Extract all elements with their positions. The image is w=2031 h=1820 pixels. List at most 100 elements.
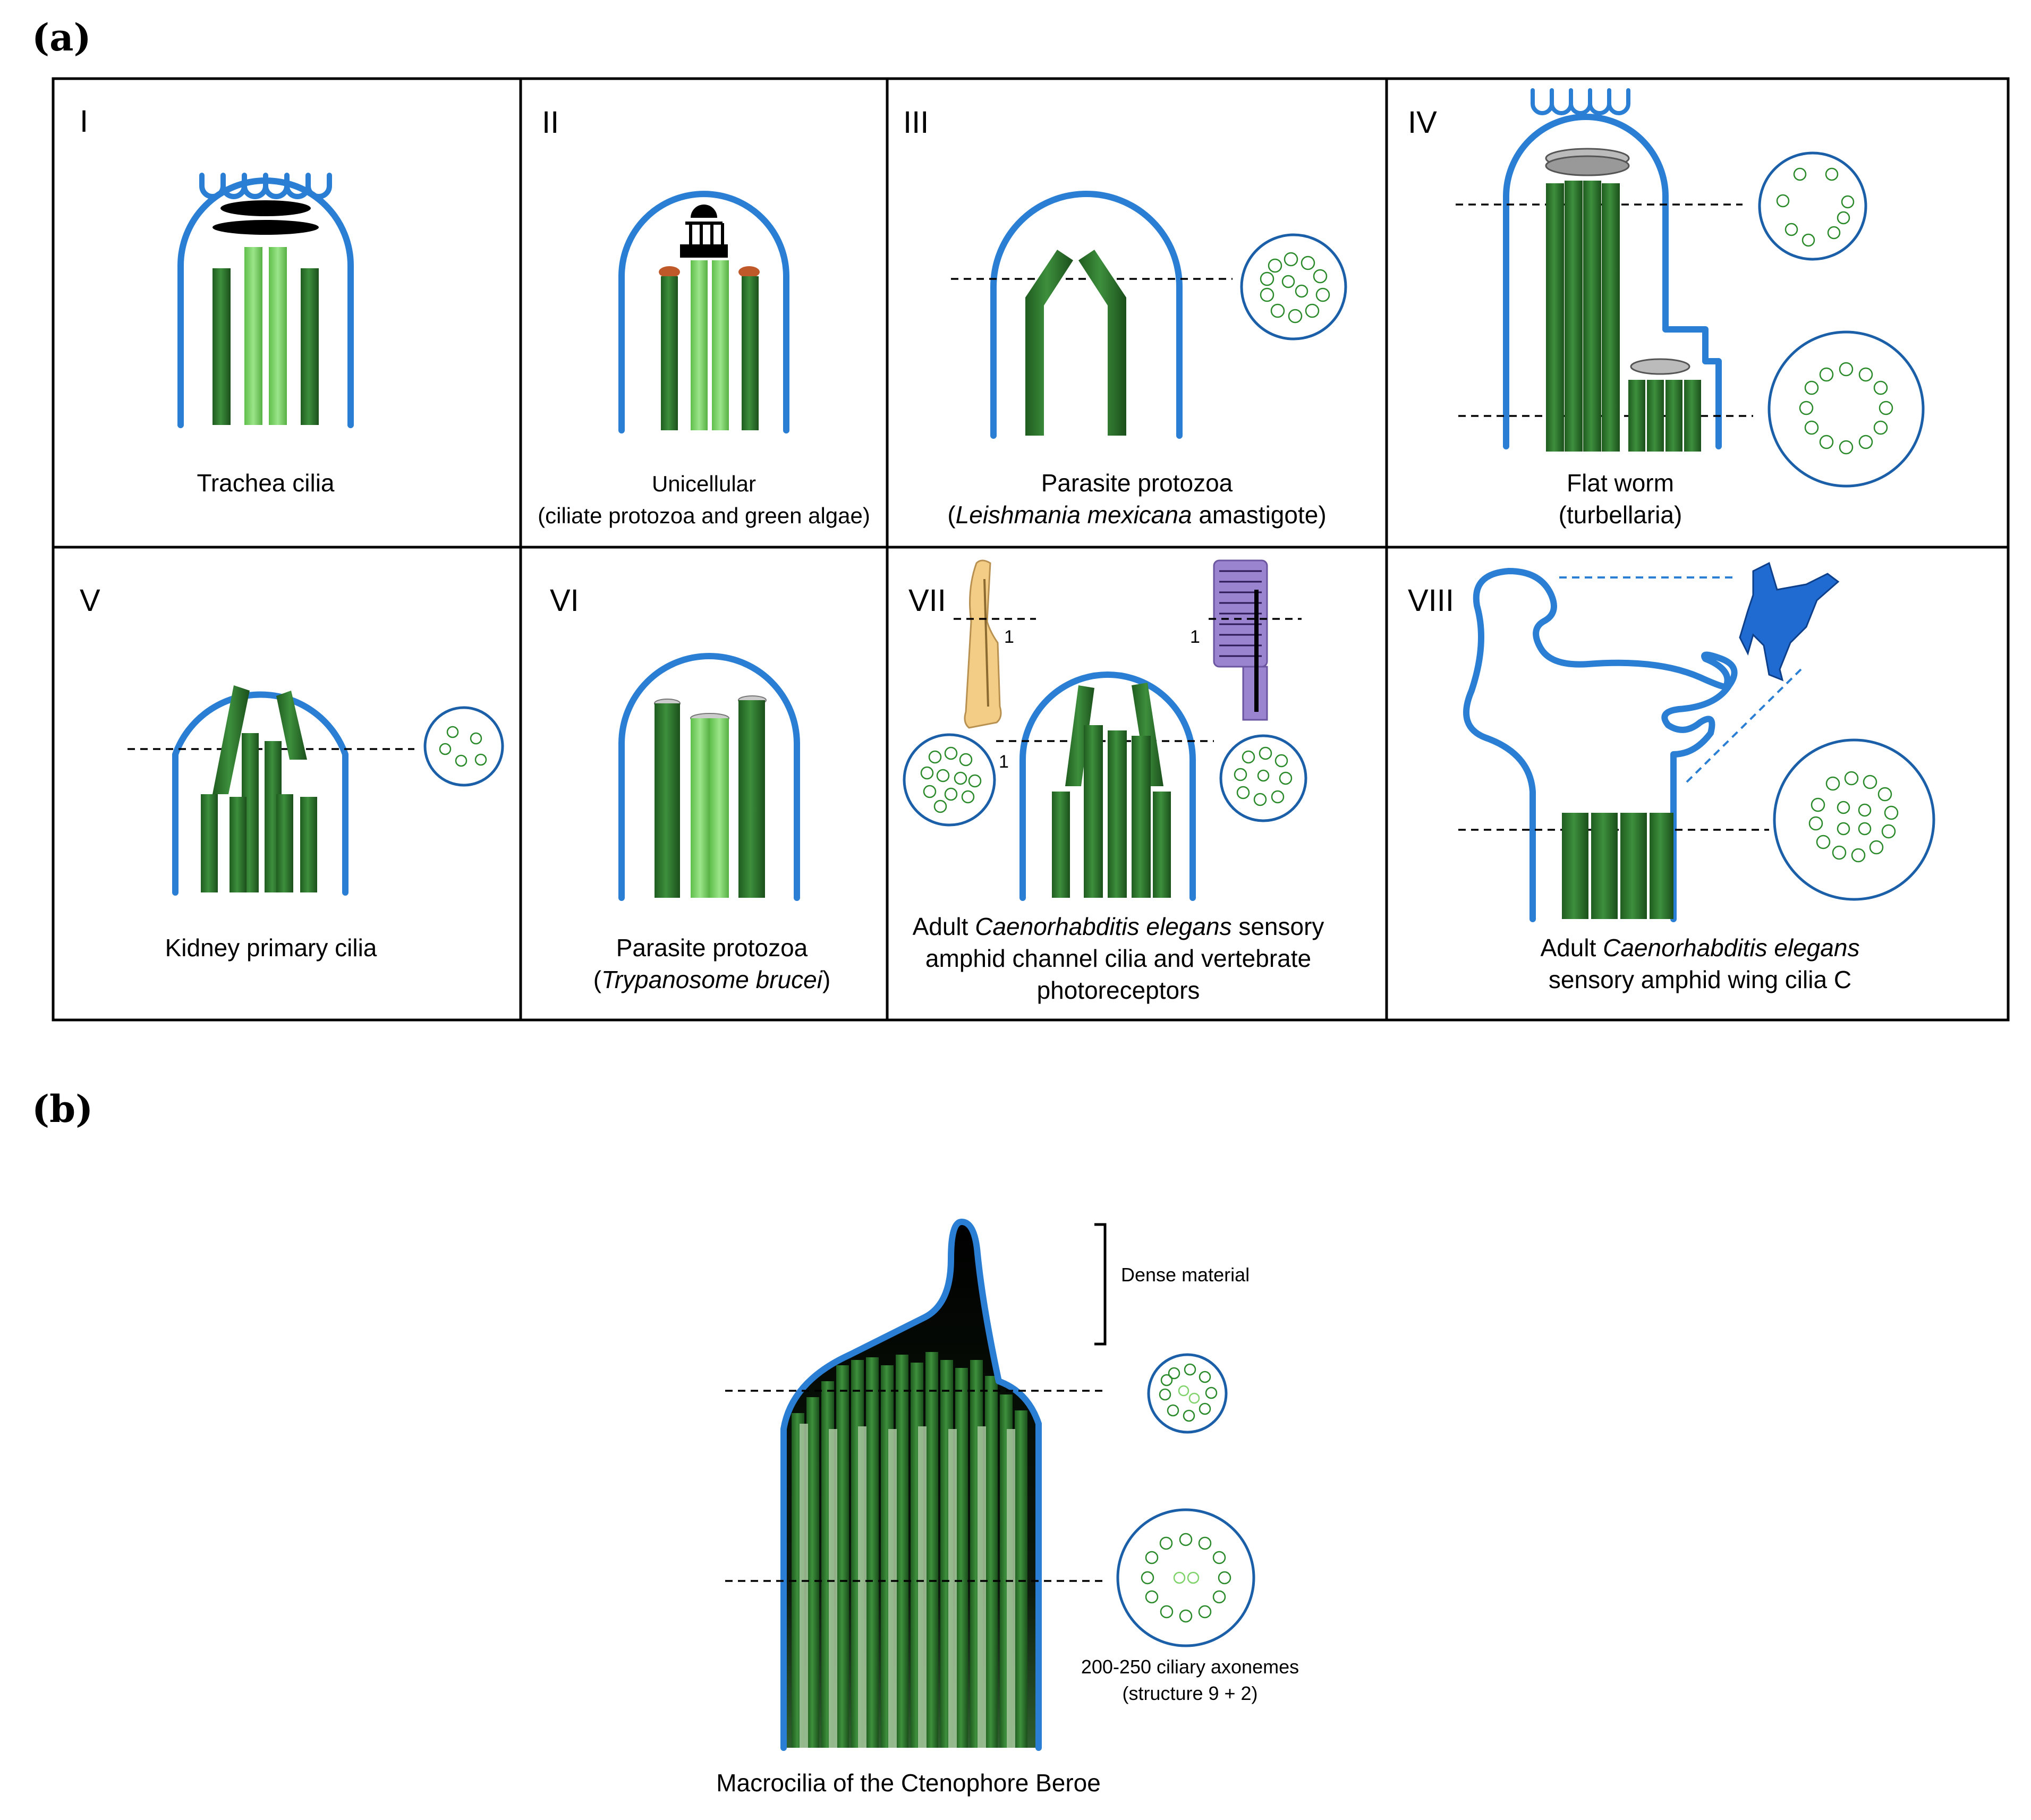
cilium (655, 703, 680, 898)
cell-II: II Unicellular (ciliate protozoa and gre… (538, 105, 870, 528)
basal-rungs (685, 222, 724, 244)
cilium (1546, 183, 1564, 452)
cell-V: V Kidney primary cilia (80, 583, 504, 962)
dense-material-label: Dense material (1121, 1264, 1250, 1286)
cilium-outer (661, 276, 678, 430)
cross-section-lower (1116, 1508, 1255, 1647)
numeral-IV: IV (1408, 105, 1437, 140)
microtubule-ring (1234, 746, 1293, 806)
cilium-tilted (1065, 685, 1094, 786)
microtubule-ring (439, 726, 487, 767)
caption-VI-line2: (Trypanosome brucei) (593, 966, 831, 993)
cilium (1132, 736, 1151, 898)
panel-a-tag: (a) (32, 15, 91, 59)
basal-plate-bottom (213, 220, 319, 235)
cilium (1108, 730, 1127, 898)
basal-disk-short (1630, 358, 1690, 375)
cell-membrane (1019, 671, 1196, 901)
apical-feet (1531, 88, 1630, 115)
cilium-short (1647, 380, 1664, 452)
cilium (300, 797, 317, 892)
numeral-VIII: VIII (1408, 583, 1454, 618)
caption-II-line1: Unicellular (652, 471, 756, 496)
cilium-central (244, 247, 262, 425)
caption-II-line2: (ciliate protozoa and green algae) (538, 503, 870, 528)
cilium (230, 797, 247, 892)
cross-section (423, 706, 504, 787)
caption-VIII-line2: sensory amphid wing cilia C (1549, 966, 1851, 993)
cilium-short (1665, 380, 1682, 452)
microtubule-ring (1799, 362, 1893, 455)
dense-material-bracket (1094, 1223, 1107, 1346)
wing-3d-reconstruction (1739, 562, 1840, 682)
cell-VIII: VIII Adult Caenorhabditis elegans sensor… (1408, 562, 1935, 993)
microtubule-ring (1260, 252, 1330, 324)
rod-axis (983, 579, 989, 707)
marker-cone: 1 (1190, 627, 1200, 647)
cilium (1562, 813, 1588, 919)
marker-rod: 1 (1004, 627, 1014, 647)
macrocilium-membrane (780, 1219, 1042, 1751)
caption-III-line1: Parasite protozoa (1041, 469, 1233, 497)
caption-VI-line1: Parasite protozoa (616, 934, 808, 962)
cilium-bent-left (1025, 250, 1073, 436)
cell-membrane (177, 177, 354, 428)
caption-VIII-line1: Adult Caenorhabditis elegans (1541, 934, 1860, 962)
wing-cilium-membrane (1463, 568, 1738, 922)
caption-III-line2: (Leishmania mexicana amastigote) (947, 501, 1326, 529)
eyespot-right (738, 266, 760, 278)
cell-membrane (1503, 114, 1722, 449)
cilium (738, 700, 765, 898)
cilium-outer (213, 268, 231, 425)
macrocilium (780, 1219, 1042, 1751)
cell-VI: VI Parasite protozoa (Trypanosome brucei… (550, 583, 830, 993)
cilium (276, 794, 293, 892)
eyespot-left (659, 266, 680, 278)
cilium (1052, 792, 1070, 898)
basal-plate-top (220, 200, 311, 216)
cilium (1583, 181, 1601, 452)
cilium (201, 794, 218, 892)
caption-VII-line3: photoreceptors (1037, 976, 1200, 1004)
panel-a-grid (52, 77, 2010, 1022)
caption-V: Kidney primary cilia (165, 934, 377, 962)
cilium-tilted (1132, 683, 1163, 786)
numeral-V: V (80, 583, 100, 618)
numeral-VI: VI (550, 583, 579, 618)
cilium-short (1684, 380, 1701, 452)
caption-I: Trachea cilia (197, 469, 334, 497)
basal-body (680, 244, 728, 258)
microtubule-ring (1159, 1363, 1218, 1422)
cell-I: I Trachea cilia (80, 104, 354, 497)
caption-IV-line2: (turbellaria) (1559, 501, 1682, 529)
cell-membrane (172, 691, 349, 896)
panel-b-tag: (b) (32, 1087, 93, 1131)
cell-membrane (990, 191, 1183, 439)
caption-b: Macrocilia of the Ctenophore Beroe (716, 1769, 1101, 1797)
cilium-outer (742, 276, 759, 430)
cross-section-lower (1767, 330, 1925, 488)
ciliary-axonemes (792, 1352, 1027, 1748)
cilium-central (712, 260, 729, 430)
basal-feet (199, 173, 332, 199)
cross-section (1240, 233, 1347, 341)
caption-VII-line1: Adult Caenorhabditis elegans sensory (913, 913, 1324, 940)
microtubule-ring (1776, 167, 1855, 247)
cilium-tilted (276, 691, 307, 760)
axoneme-structure-label: (structure 9 + 2) (1122, 1682, 1257, 1704)
cilium (1620, 813, 1647, 919)
microtubule-ring (1141, 1533, 1231, 1623)
cilium-tilted (213, 685, 250, 794)
cilium (1084, 725, 1103, 898)
cilium-central (269, 247, 287, 425)
marker-cell: 1 (999, 752, 1009, 772)
cilium (1602, 183, 1620, 452)
cell-membrane (618, 191, 789, 433)
cilium-central (691, 260, 708, 430)
microtubule-ring (920, 746, 982, 813)
rod-photoreceptor (964, 559, 1002, 729)
cilium (1565, 181, 1583, 452)
numeral-II: II (542, 105, 559, 140)
